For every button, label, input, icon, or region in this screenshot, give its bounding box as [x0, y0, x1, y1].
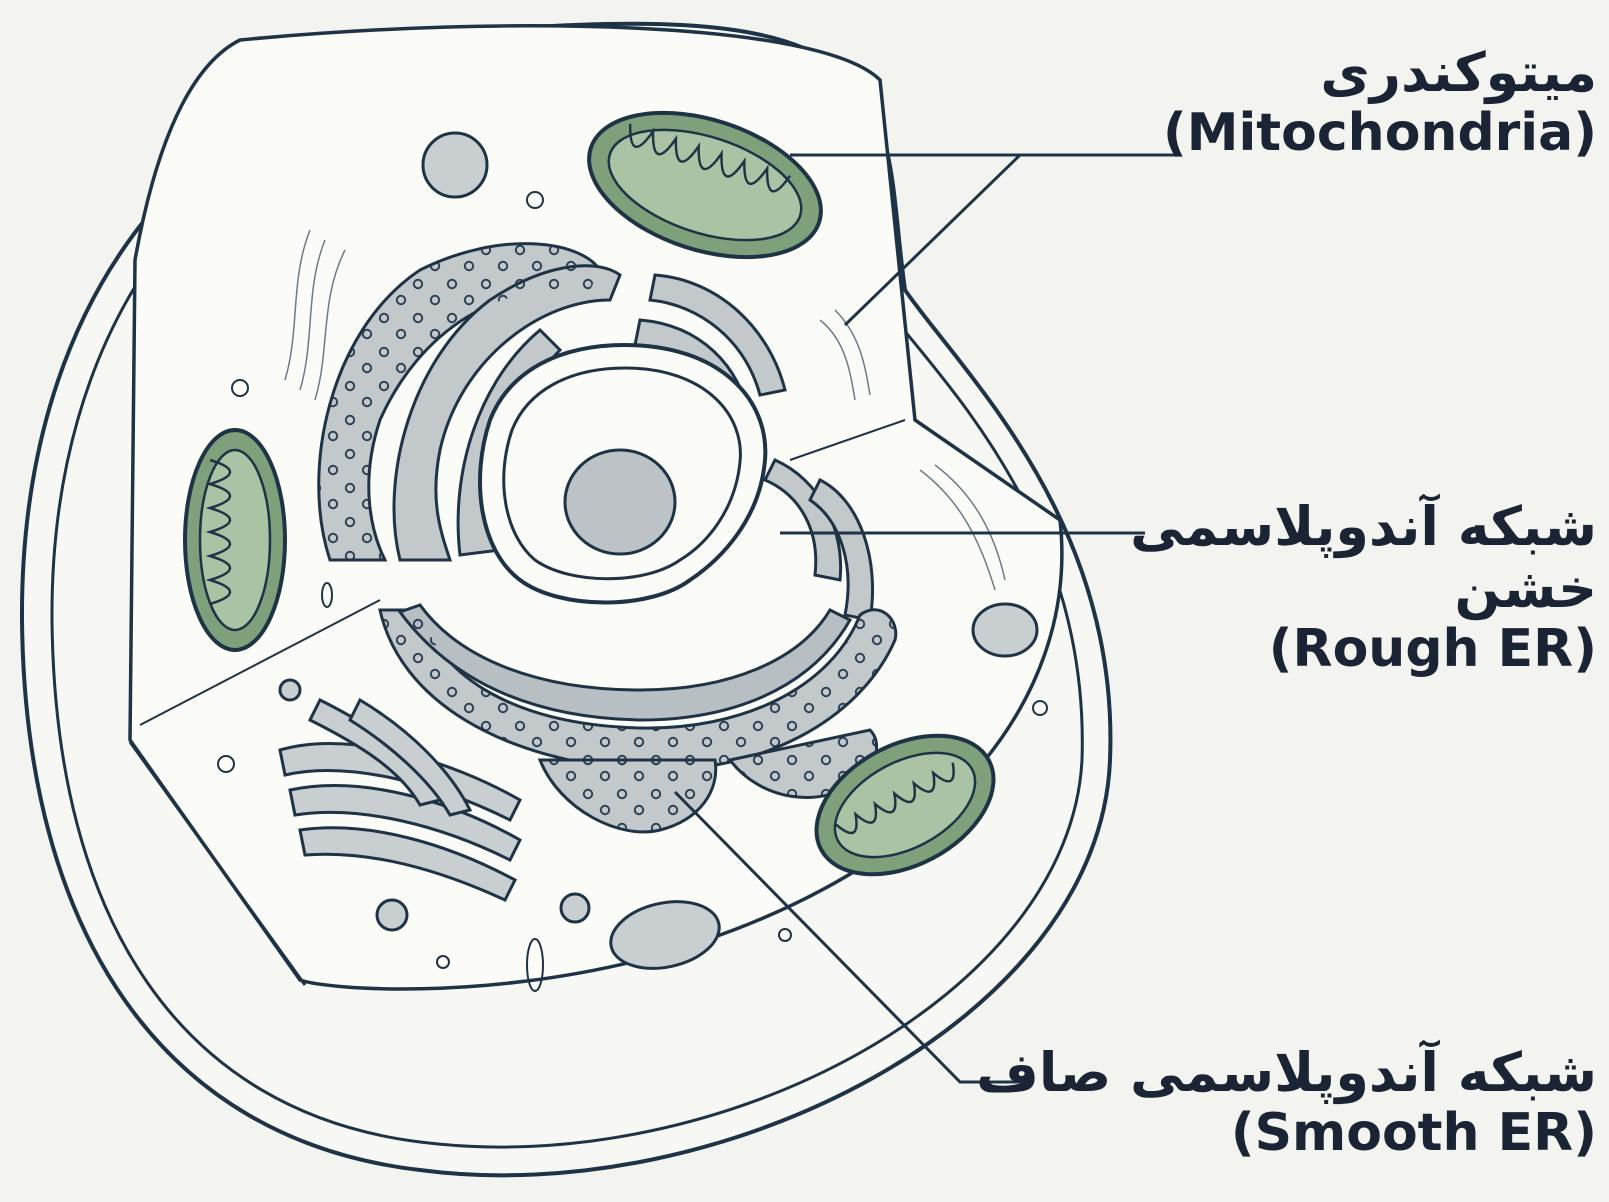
label-smooth-er: شبکه آندوپلاسمی صاف (Smooth ER) — [976, 1042, 1597, 1164]
mitochondrion-left — [185, 430, 285, 650]
nucleolus — [565, 450, 675, 554]
label-rough-er-en: (Rough ER) — [1130, 620, 1597, 680]
label-mitochondria-en: (Mitochondria) — [1163, 104, 1597, 164]
label-smooth-er-en: (Smooth ER) — [976, 1104, 1597, 1164]
label-smooth-er-fa: شبکه آندوپلاسمی صاف — [976, 1042, 1597, 1104]
label-rough-er-fa-line2: خشن — [1130, 558, 1597, 620]
label-rough-er: شبکه آندوپلاسمی خشن (Rough ER) — [1130, 496, 1597, 680]
label-mitochondria-fa: میتوکندری — [1163, 42, 1597, 104]
label-mitochondria: میتوکندری (Mitochondria) — [1163, 42, 1597, 164]
label-rough-er-fa-line1: شبکه آندوپلاسمی — [1130, 496, 1597, 558]
